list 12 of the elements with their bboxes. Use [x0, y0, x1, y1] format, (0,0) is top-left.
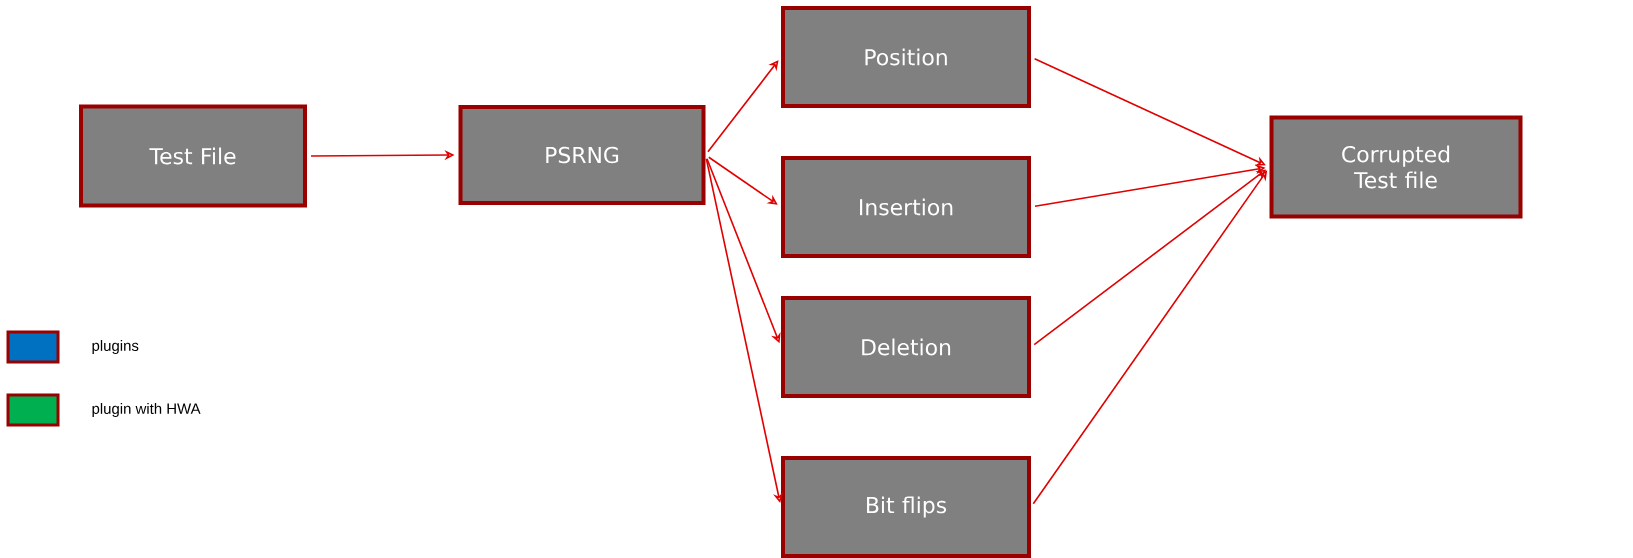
process-box: Bit flips [781, 456, 1031, 558]
process-box: Position [781, 6, 1031, 108]
process-box: Deletion [781, 296, 1031, 398]
arrow [708, 156, 778, 205]
process-box: PSRNG [458, 105, 706, 205]
arrow [707, 60, 779, 153]
legend-label: plugin with HWA [92, 403, 201, 417]
process-box: Corrupted Test file [1269, 115, 1523, 219]
process-box: Test File [79, 104, 307, 208]
legend-label: plugins [92, 340, 139, 354]
arrow [1033, 57, 1266, 166]
process-box: Insertion [781, 156, 1031, 258]
